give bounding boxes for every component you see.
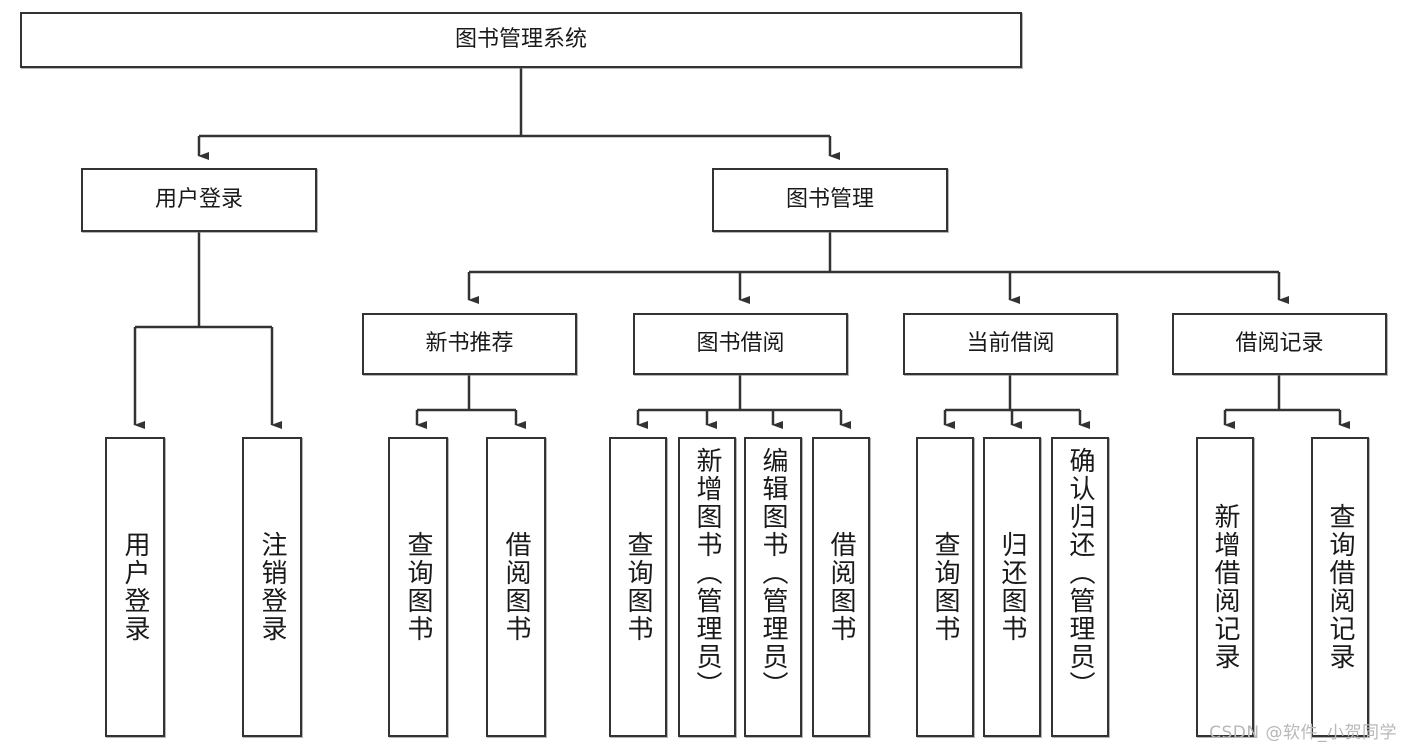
node-leaf-borrow-book-1[interactable]: 借阅图书 xyxy=(486,437,546,737)
node-leaf-query-book-1[interactable]: 查询图书 xyxy=(388,437,448,737)
node-current-borrow-label: 当前借阅 xyxy=(966,330,1055,356)
node-borrow-record[interactable]: 借阅记录 xyxy=(1172,313,1387,375)
node-book-borrow[interactable]: 图书借阅 xyxy=(633,313,848,375)
node-leaf-add-record-label: 新增借阅记录 xyxy=(1210,503,1240,671)
node-leaf-query-book-2-label: 查询图书 xyxy=(623,531,653,643)
node-leaf-query-book-3-label: 查询图书 xyxy=(930,531,960,643)
node-leaf-borrow-book-2-label: 借阅图书 xyxy=(826,531,856,643)
node-user-login[interactable]: 用户登录 xyxy=(81,168,317,232)
node-borrow-record-label: 借阅记录 xyxy=(1235,330,1324,356)
node-new-book-recommend-label: 新书推荐 xyxy=(425,330,514,356)
node-leaf-borrow-book-1-label: 借阅图书 xyxy=(501,531,531,643)
watermark: CSDN @软件_小贺同学 xyxy=(1209,723,1397,743)
node-leaf-edit-book-label: 编辑图书（管理员） xyxy=(758,447,788,699)
node-leaf-query-book-1-label: 查询图书 xyxy=(403,531,433,643)
node-book-borrow-label: 图书借阅 xyxy=(696,330,785,356)
node-leaf-borrow-book-2[interactable]: 借阅图书 xyxy=(812,437,870,737)
node-current-borrow[interactable]: 当前借阅 xyxy=(903,313,1118,375)
node-leaf-user-login[interactable]: 用户登录 xyxy=(105,437,165,737)
node-leaf-logout-login-label: 注销登录 xyxy=(257,531,287,643)
node-leaf-return-book-label: 归还图书 xyxy=(997,531,1027,643)
node-root[interactable]: 图书管理系统 xyxy=(20,12,1022,68)
node-leaf-user-login-label: 用户登录 xyxy=(120,531,150,643)
node-leaf-return-book[interactable]: 归还图书 xyxy=(983,437,1041,737)
node-leaf-add-record[interactable]: 新增借阅记录 xyxy=(1196,437,1254,737)
node-leaf-query-book-2[interactable]: 查询图书 xyxy=(609,437,667,737)
node-leaf-edit-book[interactable]: 编辑图书（管理员） xyxy=(744,437,802,737)
node-leaf-query-record[interactable]: 查询借阅记录 xyxy=(1311,437,1369,737)
node-book-manage-label: 图书管理 xyxy=(785,186,874,212)
node-leaf-query-record-label: 查询借阅记录 xyxy=(1325,503,1355,671)
node-leaf-add-book-label: 新增图书（管理员） xyxy=(692,447,722,699)
node-book-manage[interactable]: 图书管理 xyxy=(712,168,948,232)
node-root-label: 图书管理系统 xyxy=(454,26,587,52)
node-leaf-confirm-return[interactable]: 确认归还（管理员） xyxy=(1051,437,1109,737)
node-leaf-logout-login[interactable]: 注销登录 xyxy=(242,437,302,737)
node-leaf-query-book-3[interactable]: 查询图书 xyxy=(916,437,974,737)
node-leaf-confirm-return-label: 确认归还（管理员） xyxy=(1065,447,1095,699)
node-new-book-recommend[interactable]: 新书推荐 xyxy=(362,313,577,375)
node-leaf-add-book[interactable]: 新增图书（管理员） xyxy=(678,437,736,737)
node-user-login-label: 用户登录 xyxy=(154,186,243,212)
